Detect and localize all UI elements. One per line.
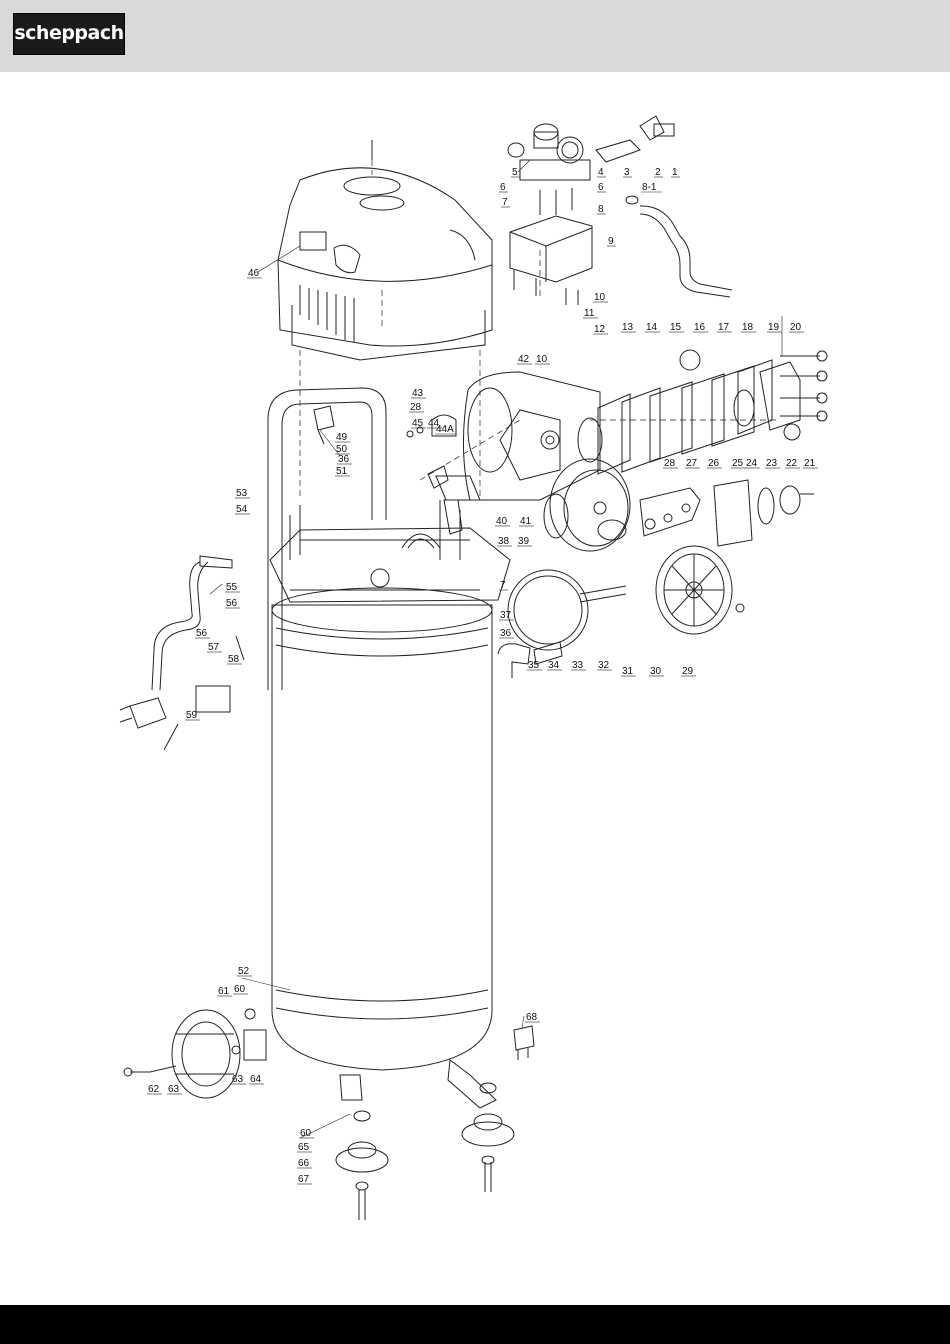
part-label: 34 [548, 660, 560, 671]
part-label: 23 [766, 458, 778, 469]
part-label: 35 [528, 660, 540, 671]
part-label: 42 [518, 354, 530, 365]
part-label: 40 [496, 516, 508, 527]
part-label: 68 [526, 1012, 538, 1023]
part-label: 2 [655, 167, 661, 178]
drain-valve [514, 1026, 534, 1060]
part-label: 3 [624, 167, 630, 178]
part-label: 29 [682, 666, 694, 677]
part-label: 9 [608, 236, 614, 247]
part-label: 8 [598, 204, 604, 215]
part-label: 21 [804, 458, 816, 469]
part-label: 14 [646, 322, 658, 333]
part-label: 38 [498, 536, 510, 547]
mounting-bracket [510, 216, 592, 305]
part-label: 65 [298, 1142, 310, 1153]
part-label: 25 [732, 458, 744, 469]
elbow-fittings [428, 466, 562, 678]
part-label: 5 [512, 167, 518, 178]
piston-cylinder [714, 480, 814, 546]
part-label: 62 [148, 1084, 160, 1095]
part-label: 26 [708, 458, 720, 469]
part-label: 63 [168, 1084, 180, 1095]
part-label: 51 [336, 466, 348, 477]
support-feet [336, 1060, 514, 1220]
part-label: 28 [410, 402, 422, 413]
regulator-gauge-assembly [508, 116, 674, 215]
part-label: 63 [232, 1074, 244, 1085]
page-footer [0, 1305, 950, 1344]
motor-cover [278, 168, 492, 360]
part-label: 20 [790, 322, 802, 333]
part-label: 15 [670, 322, 682, 333]
part-label: 28 [664, 458, 676, 469]
part-label: 44A [436, 424, 454, 435]
part-label: 49 [336, 432, 348, 443]
part-label: 50 [336, 444, 348, 455]
part-label: 7 [502, 197, 508, 208]
part-label: 33 [572, 660, 584, 671]
cylinder-plates [598, 350, 800, 474]
part-label: 53 [236, 488, 248, 499]
part-label: 6 [598, 182, 604, 193]
part-label: 4 [598, 167, 604, 178]
part-label: 67 [298, 1174, 310, 1185]
part-label: 17 [718, 322, 730, 333]
part-label: 22 [786, 458, 798, 469]
cooling-fan [656, 546, 744, 634]
part-label: 36 [338, 454, 350, 465]
part-label: 10 [594, 292, 606, 303]
part-label: 64 [250, 1074, 262, 1085]
part-label: 31 [622, 666, 634, 677]
part-label: 60 [234, 984, 246, 995]
air-hose-pipe [626, 196, 732, 297]
part-label: 66 [298, 1158, 310, 1169]
part-label: 12 [594, 324, 606, 335]
pressure-tube [508, 570, 626, 650]
part-label: 56 [196, 628, 208, 639]
part-label: 1 [672, 167, 678, 178]
part-label: 10 [536, 354, 548, 365]
part-label: 54 [236, 504, 248, 515]
page-header: scheppach [0, 0, 950, 72]
part-label: 41 [520, 516, 532, 527]
part-label: 56 [226, 598, 238, 609]
part-label: 58 [228, 654, 240, 665]
part-label: 13 [622, 322, 634, 333]
part-label: 39 [518, 536, 530, 547]
part-label: 52 [238, 966, 250, 977]
exploded-parts-diagram: 12345667788-1910101112131415161718192021… [0, 72, 950, 1305]
part-label: 45 [412, 418, 424, 429]
motor-housing [463, 372, 602, 500]
logo-text: scheppach [14, 22, 124, 44]
part-label: 16 [694, 322, 706, 333]
part-label: 27 [686, 458, 698, 469]
part-label: 30 [650, 666, 662, 677]
part-label: 7 [500, 580, 506, 591]
part-label: 32 [598, 660, 610, 671]
tank-top-plate [270, 500, 510, 602]
part-label: 57 [208, 642, 220, 653]
part-label: 43 [412, 388, 424, 399]
part-label: 46 [248, 268, 260, 279]
part-label: 37 [500, 610, 512, 621]
air-tank [272, 588, 492, 1070]
part-label: 59 [186, 710, 198, 721]
part-label: 19 [768, 322, 780, 333]
part-label: 18 [742, 322, 754, 333]
part-label: 8-1 [642, 182, 657, 193]
part-label: 60 [300, 1128, 312, 1139]
part-label: 6 [500, 182, 506, 193]
carry-handle [268, 388, 386, 690]
part-label: 55 [226, 582, 238, 593]
part-label: 11 [584, 308, 595, 319]
crank-pulley [544, 459, 700, 551]
wheel [124, 1009, 266, 1098]
pressure-switch [314, 406, 334, 444]
part-label: 61 [218, 986, 230, 997]
part-label: 36 [500, 628, 512, 639]
part-label: 24 [746, 458, 758, 469]
scheppach-logo: scheppach [13, 13, 125, 55]
